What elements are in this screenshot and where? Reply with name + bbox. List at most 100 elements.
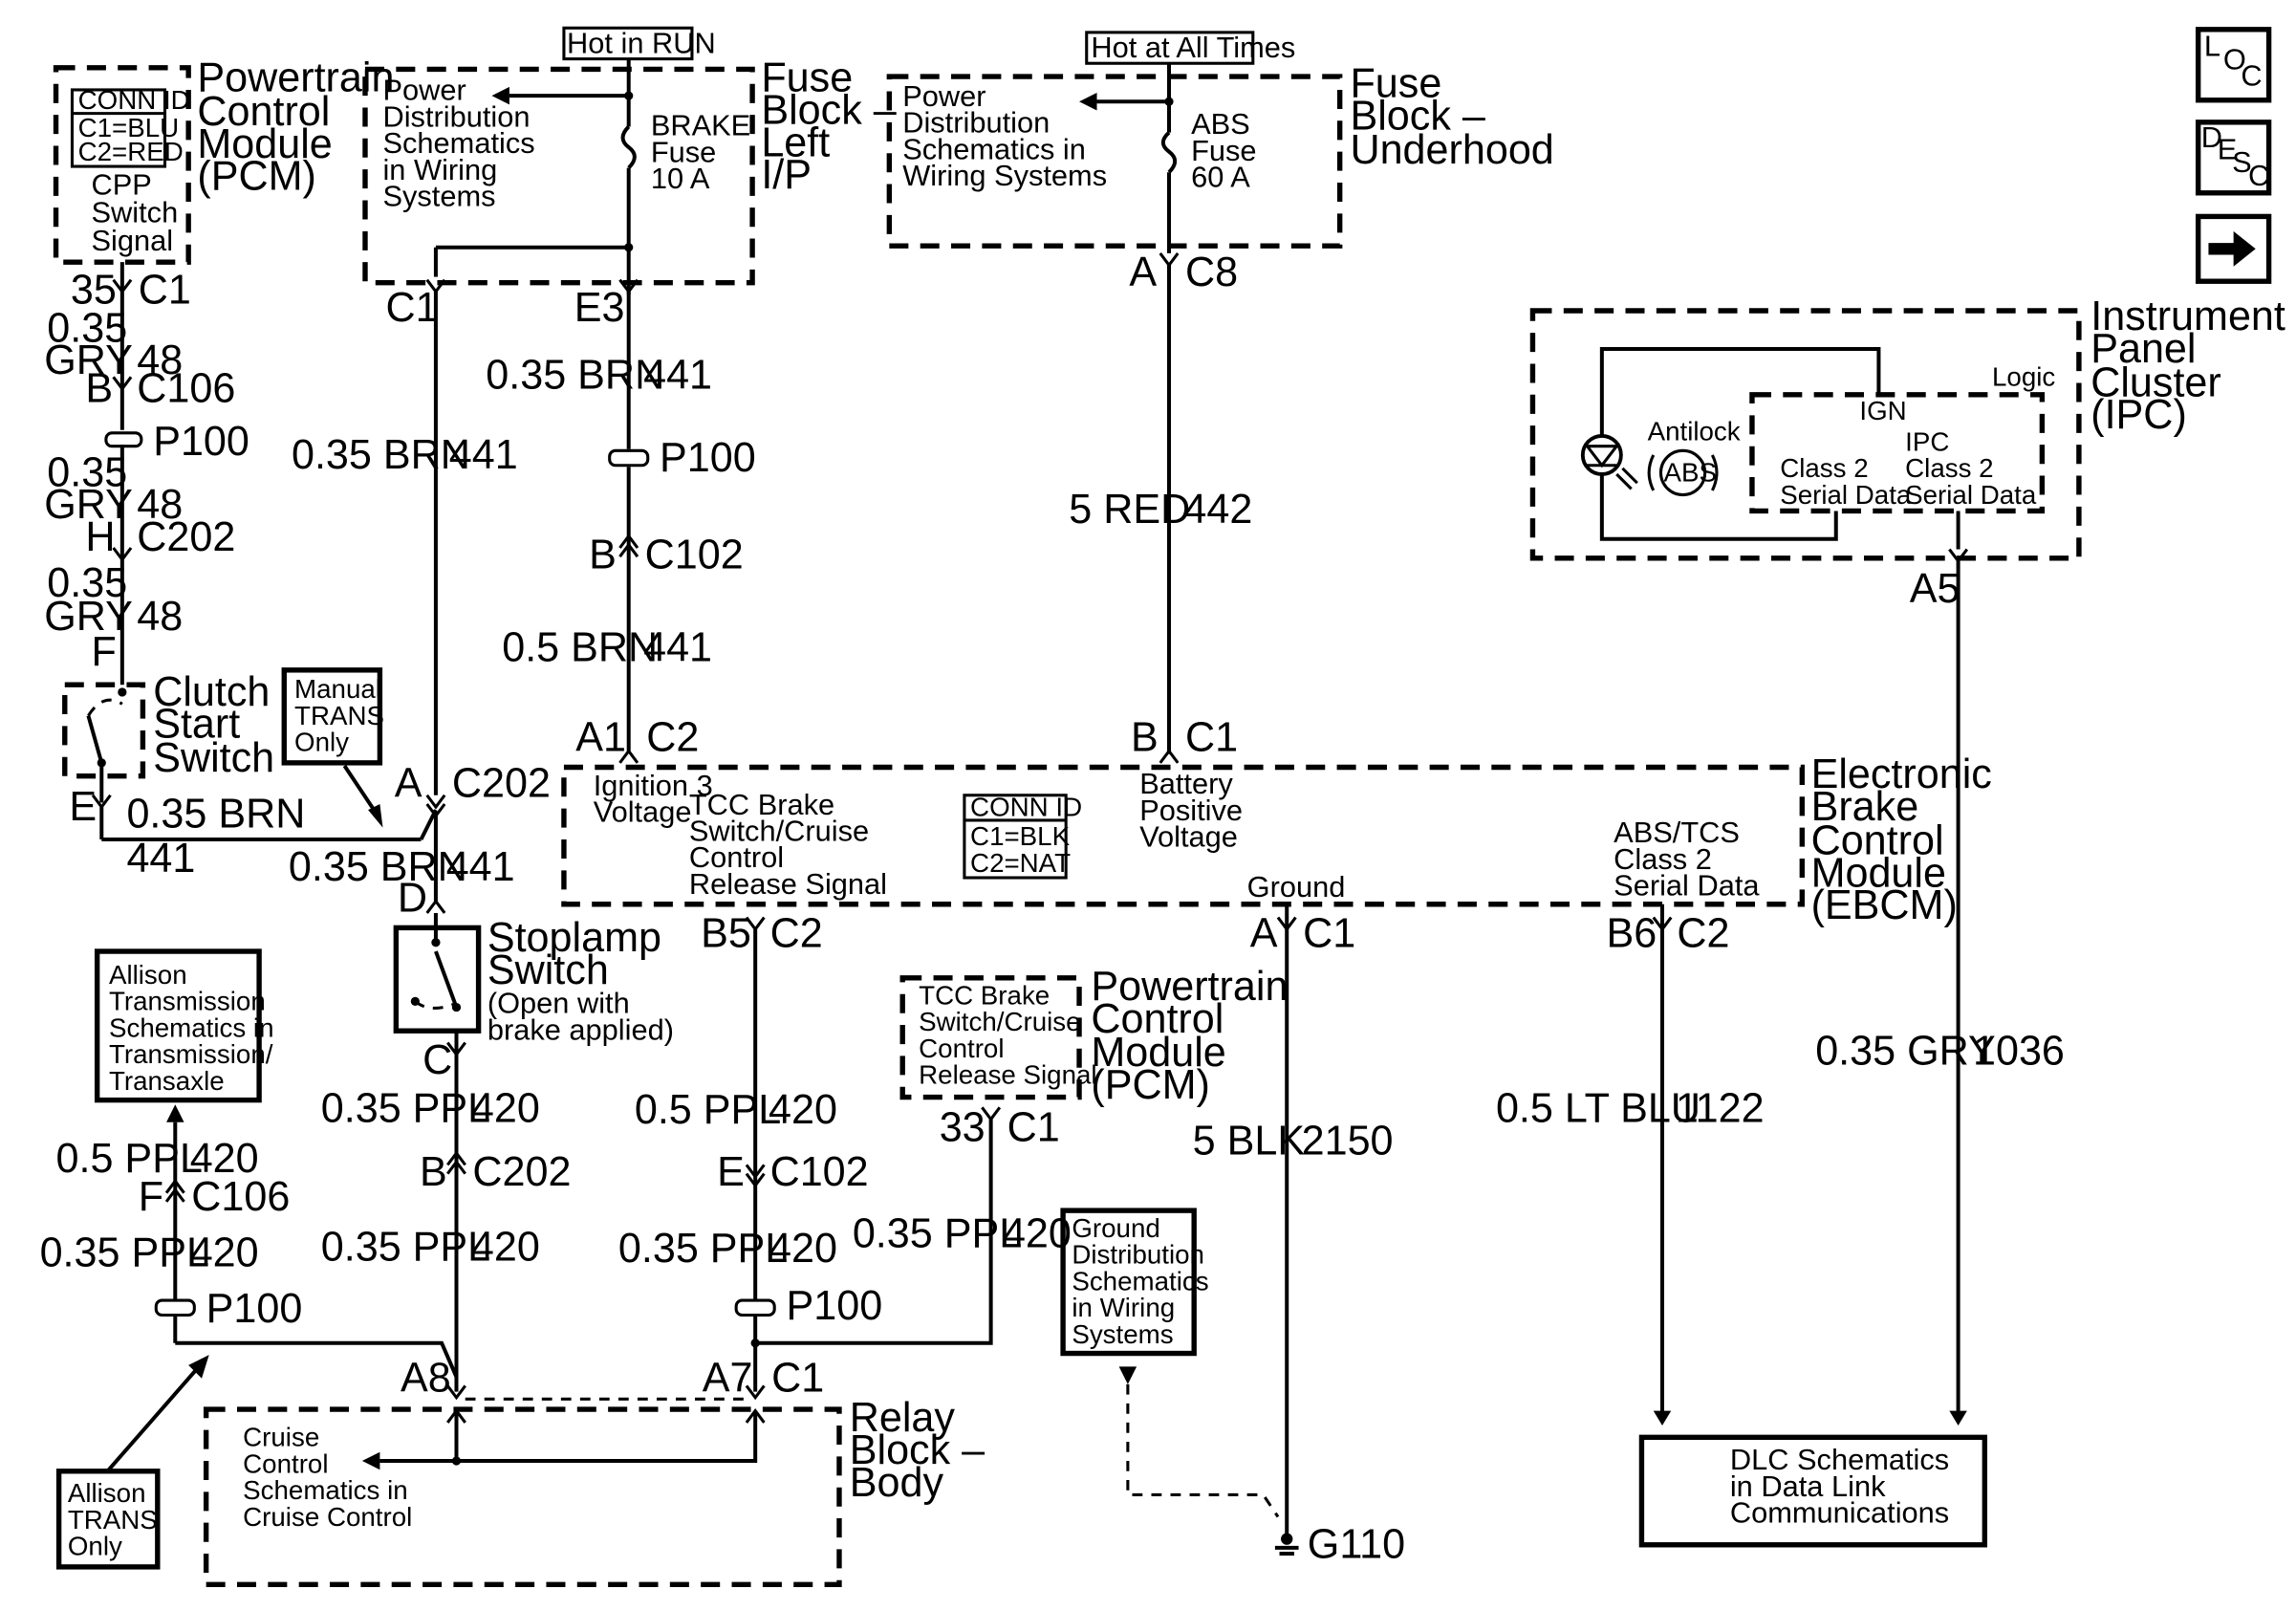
pd1-label-4: in Wiring: [382, 153, 497, 186]
loc-nav-button[interactable]: L O C: [2195, 27, 2272, 103]
w5-label: 0.35 BRN: [292, 432, 470, 478]
ebcm-conn-c1-b: C1: [1185, 715, 1238, 761]
pcm-c1-id: C1=BLU: [78, 113, 180, 142]
w13-label: 0.35 PPL: [618, 1226, 788, 1272]
fb-left-title-4: I/P: [761, 152, 812, 198]
w2-gauge: 0.35: [47, 449, 127, 495]
w2-color: GRY: [44, 482, 133, 528]
g110-label: G110: [1308, 1522, 1405, 1568]
gd-label-5: Systems: [1072, 1319, 1173, 1349]
desc-letter-d: D: [2201, 120, 2222, 154]
pd1-label-5: Systems: [382, 180, 495, 213]
pcm2-tcc-3: Control: [919, 1034, 1004, 1063]
clutch-title-2: Start: [153, 702, 240, 748]
fb-left-title-3: Left: [761, 120, 830, 165]
w7-label: 5 RED: [1069, 487, 1190, 533]
ebcm-pin-a-ground: A: [1250, 910, 1278, 956]
c106-label: C106: [137, 366, 235, 412]
ebcm-conn-c1-ground: C1: [1303, 910, 1355, 956]
abs-fuse-2: Fuse: [1191, 134, 1256, 167]
pcm2-conn-c1: C1: [1007, 1105, 1060, 1151]
ebcm-ign-1: Ignition 3: [594, 769, 713, 802]
ground-distribution-box[interactable]: [1060, 1208, 1197, 1357]
c202-label-a: C202: [452, 760, 551, 806]
p100-label-3: P100: [787, 1283, 883, 1329]
pcm2-title-3: Module: [1091, 1030, 1225, 1076]
pd2-label-2: Distribution: [902, 106, 1050, 140]
pcm-top-box: [53, 65, 191, 265]
fb-left-title-2: Block –: [761, 87, 896, 133]
pcm-title-1: Powertrain: [197, 54, 394, 100]
desc-nav-button[interactable]: D E S C: [2195, 120, 2272, 196]
ebcm-box: [561, 764, 1806, 907]
ebcm-title-2: Brake: [1811, 784, 1919, 830]
ipc-ipc-label: IPC: [1905, 426, 1949, 456]
ipc-title-1: Instrument: [2090, 294, 2285, 339]
ebcm-conn-c2-b5: C2: [770, 910, 823, 956]
w7-num: 442: [1183, 487, 1252, 533]
w3-num: 48: [137, 594, 183, 640]
w14-num: 420: [1003, 1211, 1072, 1257]
pcm2-title-2: Control: [1091, 996, 1224, 1042]
ebcm-tcc-1: TCC Brake: [689, 788, 834, 821]
abs-fuse-3: 60 A: [1191, 161, 1250, 194]
pd1-label-1: Power: [382, 74, 466, 107]
allison-sch-1: Allison: [109, 960, 187, 990]
c202-pin-a: A: [395, 760, 422, 806]
w9-label: 0.35 BRN: [289, 844, 467, 890]
pcm-c2-id: C2=RED: [78, 137, 184, 166]
w6a-num: 441: [643, 353, 712, 399]
gd-label-3: Schematics: [1072, 1266, 1208, 1295]
ipc-serial-b: Serial Data: [1905, 480, 2037, 510]
loc-letter-l: L: [2204, 30, 2220, 63]
w10-num: 420: [471, 1086, 540, 1132]
dlc-label-1: DLC Schematics: [1730, 1443, 1949, 1476]
next-arrow-button[interactable]: [2195, 213, 2272, 284]
p100-label-1: P100: [153, 419, 249, 465]
fb-conn-c1: C1: [386, 285, 439, 331]
relay-pin-a7: A7: [703, 1356, 753, 1402]
w18-label: 0.5 PPL: [56, 1136, 203, 1182]
antilock-led-icon: [1580, 434, 1638, 490]
ipc-antilock-label: Antilock: [1648, 417, 1741, 446]
pcm2-pin-33: 33: [940, 1105, 986, 1151]
ebcm-batt-1: Battery: [1139, 767, 1233, 800]
ebcm-title-3: Control: [1811, 817, 1944, 863]
relay-title-1: Relay: [850, 1395, 956, 1441]
uh-conn-c8: C8: [1185, 250, 1238, 295]
pd1-label-3: Schematics: [382, 126, 534, 160]
brake-fuse-3: 10 A: [651, 162, 710, 195]
ebcm-abs-3: Serial Data: [1614, 869, 1760, 903]
allison-only-3: Only: [68, 1532, 122, 1561]
ebcm-conn-c2-a1: C2: [646, 715, 699, 761]
desc-letter-e: E: [2218, 132, 2238, 165]
w16-num: 1122: [1676, 1086, 1765, 1132]
w17-label: 0.35 GRY: [1815, 1029, 1996, 1075]
pcm-pin-35: 35: [71, 267, 117, 313]
w1-color: GRY: [44, 337, 133, 383]
ebcm-c1-id: C1=BLK: [970, 821, 1071, 851]
ebcm-ground-label: Ground: [1247, 870, 1346, 903]
c106-pin-b: B: [85, 366, 113, 412]
manual-trans-note: [281, 667, 383, 766]
ipc-serial-a: Serial Data: [1780, 480, 1912, 510]
fuse-block-underhood: [886, 74, 1343, 249]
ebcm-title-4: Module: [1811, 850, 1946, 896]
ebcm-batt-2: Positive: [1139, 794, 1243, 827]
relay-conn-c1: C1: [771, 1356, 824, 1402]
w9-num: 441: [446, 844, 515, 890]
ebcm-tcc-4: Release Signal: [689, 867, 887, 901]
p100-label-4: P100: [206, 1286, 303, 1332]
pcm2-title-4: (PCM): [1091, 1062, 1210, 1108]
desc-letter-s: S: [2232, 145, 2252, 179]
manual-note-1: Manual: [294, 674, 381, 704]
ebcm-c2-id: C2=NAT: [970, 848, 1071, 878]
uh-pin-a: A: [1129, 250, 1157, 295]
ipc-box: [1529, 308, 2082, 561]
w4-num: 441: [126, 836, 195, 882]
dlc-schematics-box[interactable]: [1638, 1434, 1988, 1548]
allison-schematics-box[interactable]: [94, 948, 262, 1103]
arrow-right-icon: [2208, 230, 2256, 267]
relay-block-body: [203, 1406, 842, 1588]
allison-only-2: TRANS: [68, 1505, 158, 1535]
